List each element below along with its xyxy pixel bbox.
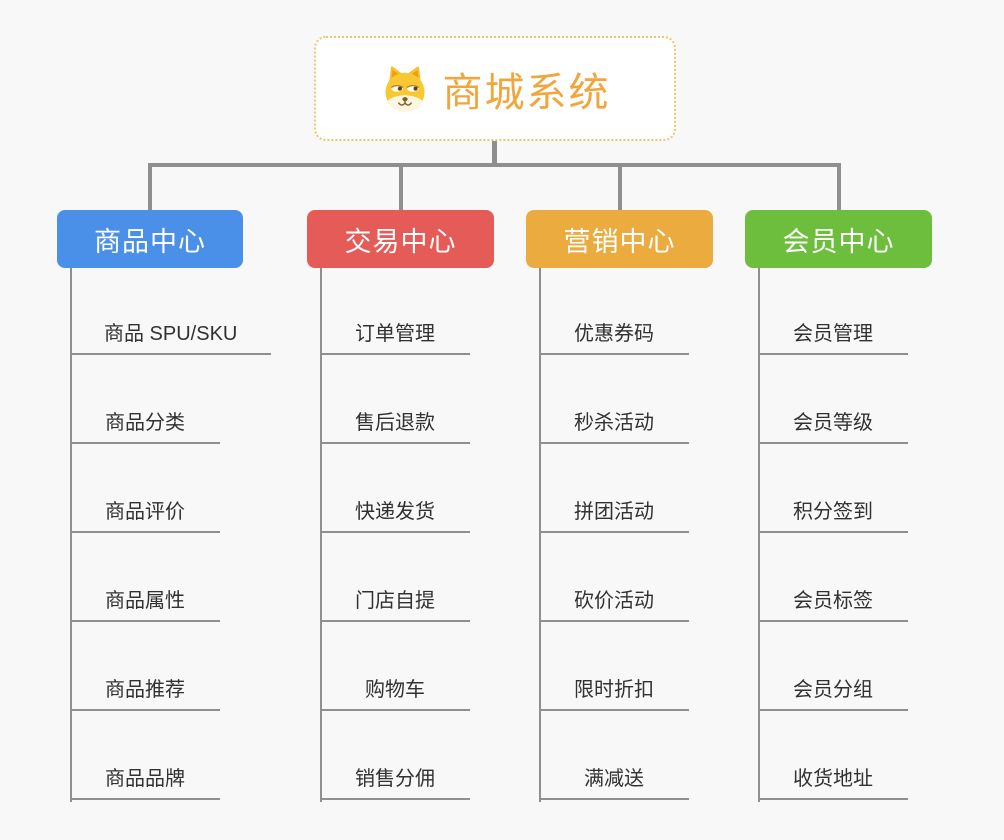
leaf-label: 秒杀活动 (574, 412, 654, 434)
leaf-node[interactable]: 会员分组 (758, 671, 908, 711)
leaf-node[interactable]: 销售分佣 (320, 760, 470, 800)
leaf-label: 商品 SPU/SKU (104, 323, 238, 345)
leaf-node[interactable]: 售后退款 (320, 404, 470, 444)
leaf-label: 拼团活动 (574, 501, 654, 523)
leaf-label: 销售分佣 (355, 768, 435, 790)
leaf-node[interactable]: 商品推荐 (70, 671, 220, 711)
leaf-node[interactable]: 会员管理 (758, 315, 908, 355)
leaf-label: 商品品牌 (105, 768, 185, 790)
leaf-node[interactable]: 购物车 (320, 671, 470, 711)
leaf-node[interactable]: 优惠券码 (539, 315, 689, 355)
leaf-label: 售后退款 (355, 412, 435, 434)
leaf-label: 会员分组 (793, 679, 873, 701)
leaf-node[interactable]: 积分签到 (758, 493, 908, 533)
branch-node-3[interactable]: 营销中心 (526, 210, 713, 268)
leaf-label: 购物车 (365, 679, 425, 701)
leaf-label: 快递发货 (355, 501, 435, 523)
connector-drop (148, 163, 152, 210)
leaf-node[interactable]: 砍价活动 (539, 582, 689, 622)
connector-drop (617, 163, 622, 210)
connector-root-drop (492, 140, 497, 167)
leaf-node[interactable]: 拼团活动 (539, 493, 689, 533)
connector-spine (539, 268, 541, 802)
leaf-node[interactable]: 门店自提 (320, 582, 470, 622)
connector-drop (398, 163, 403, 210)
leaf-label: 订单管理 (355, 323, 435, 345)
leaf-label: 商品分类 (105, 412, 185, 434)
branch-label: 商品中心 (94, 226, 206, 257)
leaf-label: 商品评价 (105, 501, 185, 523)
branch-label: 交易中心 (344, 226, 457, 257)
connector-spine (758, 268, 760, 802)
leaf-label: 限时折扣 (574, 679, 654, 701)
connector-bus (148, 163, 841, 167)
leaf-node[interactable]: 秒杀活动 (539, 404, 689, 444)
branch-label: 会员中心 (782, 226, 895, 257)
leaf-node[interactable]: 收货地址 (758, 760, 908, 800)
branch-label: 营销中心 (563, 226, 676, 257)
leaf-label: 门店自提 (355, 590, 435, 612)
root-node[interactable]: 商城系统 (314, 36, 676, 141)
leaf-node[interactable]: 商品 SPU/SKU (70, 315, 272, 355)
branch-node-4[interactable]: 会员中心 (745, 210, 932, 268)
leaf-label: 收货地址 (793, 768, 873, 790)
connector-drop (836, 163, 841, 210)
connector-spine (70, 268, 72, 802)
leaf-node[interactable]: 订单管理 (320, 315, 470, 355)
leaf-node[interactable]: 会员等级 (758, 404, 908, 444)
dog-icon (384, 65, 425, 112)
leaf-label: 会员管理 (793, 323, 873, 345)
leaf-node[interactable]: 满减送 (539, 760, 689, 800)
leaf-label: 砍价活动 (574, 590, 654, 612)
leaf-label: 商品属性 (105, 590, 185, 612)
branch-node-1[interactable]: 商品中心 (57, 210, 243, 268)
leaf-label: 满减送 (584, 768, 644, 790)
leaf-node[interactable]: 会员标签 (758, 582, 908, 622)
leaf-node[interactable]: 限时折扣 (539, 671, 689, 711)
leaf-node[interactable]: 商品分类 (70, 404, 220, 444)
leaf-node[interactable]: 商品评价 (70, 493, 220, 533)
leaf-label: 积分签到 (793, 501, 873, 523)
leaf-label: 商品推荐 (105, 679, 185, 701)
branch-node-2[interactable]: 交易中心 (307, 210, 494, 268)
leaf-node[interactable]: 商品品牌 (70, 760, 220, 800)
leaf-label: 会员等级 (793, 412, 873, 434)
leaf-node[interactable]: 快递发货 (320, 493, 470, 533)
leaf-label: 优惠券码 (574, 323, 654, 345)
leaf-label: 会员标签 (793, 590, 873, 612)
root-label: 商城系统 (442, 70, 611, 115)
connector-spine (320, 268, 322, 802)
leaf-node[interactable]: 商品属性 (70, 582, 220, 622)
